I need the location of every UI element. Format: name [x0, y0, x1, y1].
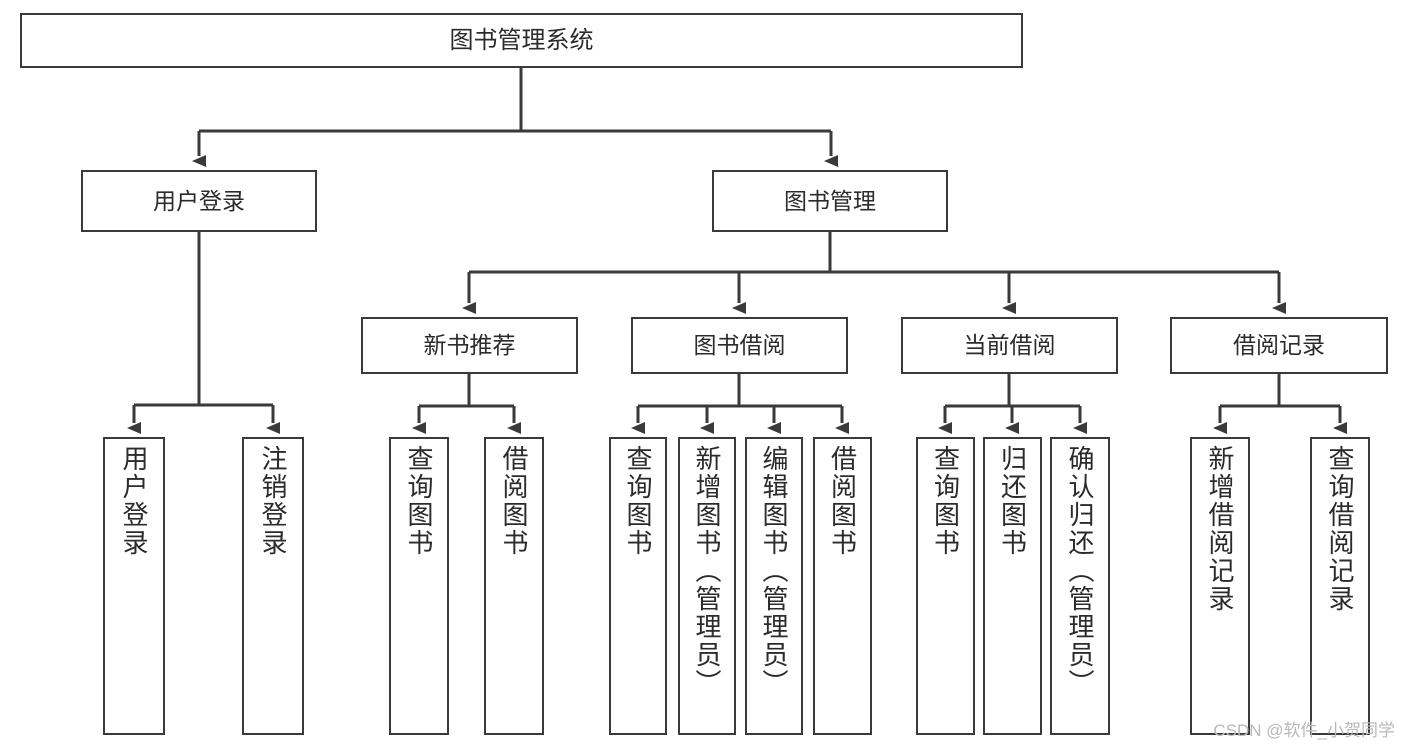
leaf-label: 查询图书 [623, 445, 653, 557]
node-current-borrow-label: 当前借阅 [963, 332, 1056, 359]
node-user-login-label: 用户登录 [153, 187, 245, 214]
leaf-query-book-borrow[interactable]: 查询图书 [609, 437, 667, 735]
leaf-borrow-book-recommend[interactable]: 借阅图书 [484, 437, 544, 735]
leaf-label: 新增图书（管理员） [692, 445, 722, 697]
leaf-label: 查询图书 [404, 445, 434, 557]
leaf-user-login[interactable]: 用户登录 [103, 437, 165, 735]
leaf-return-book[interactable]: 归还图书 [983, 437, 1042, 735]
leaf-label: 注销登录 [258, 445, 288, 557]
node-new-book-recommend[interactable]: 新书推荐 [361, 317, 578, 374]
leaf-label: 查询图书 [930, 445, 961, 557]
leaf-confirm-return-admin[interactable]: 确认归还（管理员） [1050, 437, 1110, 735]
leaf-query-book-recommend[interactable]: 查询图书 [389, 437, 449, 735]
node-user-login[interactable]: 用户登录 [81, 170, 317, 232]
node-borrow-record-label: 借阅记录 [1233, 332, 1325, 359]
leaf-add-borrow-record[interactable]: 新增借阅记录 [1190, 437, 1250, 735]
leaf-logout-login[interactable]: 注销登录 [242, 437, 304, 735]
node-current-borrow[interactable]: 当前借阅 [901, 317, 1118, 374]
node-book-borrow-label: 图书借阅 [693, 332, 786, 359]
node-new-book-recommend-label: 新书推荐 [423, 332, 516, 359]
leaf-query-borrow-record[interactable]: 查询借阅记录 [1310, 437, 1370, 735]
leaf-add-book-admin[interactable]: 新增图书（管理员） [678, 437, 736, 735]
leaf-label: 用户登录 [119, 445, 149, 557]
node-book-management-label: 图书管理 [784, 187, 876, 214]
leaf-label: 查询借阅记录 [1325, 445, 1355, 613]
leaf-edit-book-admin[interactable]: 编辑图书（管理员） [745, 437, 803, 735]
leaf-label: 借阅图书 [827, 445, 858, 557]
leaf-query-book-current[interactable]: 查询图书 [916, 437, 975, 735]
leaf-label: 借阅图书 [499, 445, 529, 557]
node-root[interactable]: 图书管理系统 [20, 13, 1023, 68]
leaf-label: 归还图书 [997, 445, 1028, 557]
leaf-borrow-book[interactable]: 借阅图书 [813, 437, 872, 735]
leaf-label: 新增借阅记录 [1205, 445, 1235, 613]
node-book-management[interactable]: 图书管理 [712, 170, 948, 232]
leaf-label: 编辑图书（管理员） [759, 445, 789, 697]
leaf-label: 确认归还（管理员） [1065, 445, 1095, 697]
node-root-label: 图书管理系统 [449, 26, 594, 54]
node-borrow-record[interactable]: 借阅记录 [1170, 317, 1388, 374]
csdn-watermark: CSDN @软件_小贺同学 [1213, 721, 1395, 740]
node-book-borrow[interactable]: 图书借阅 [631, 317, 848, 374]
